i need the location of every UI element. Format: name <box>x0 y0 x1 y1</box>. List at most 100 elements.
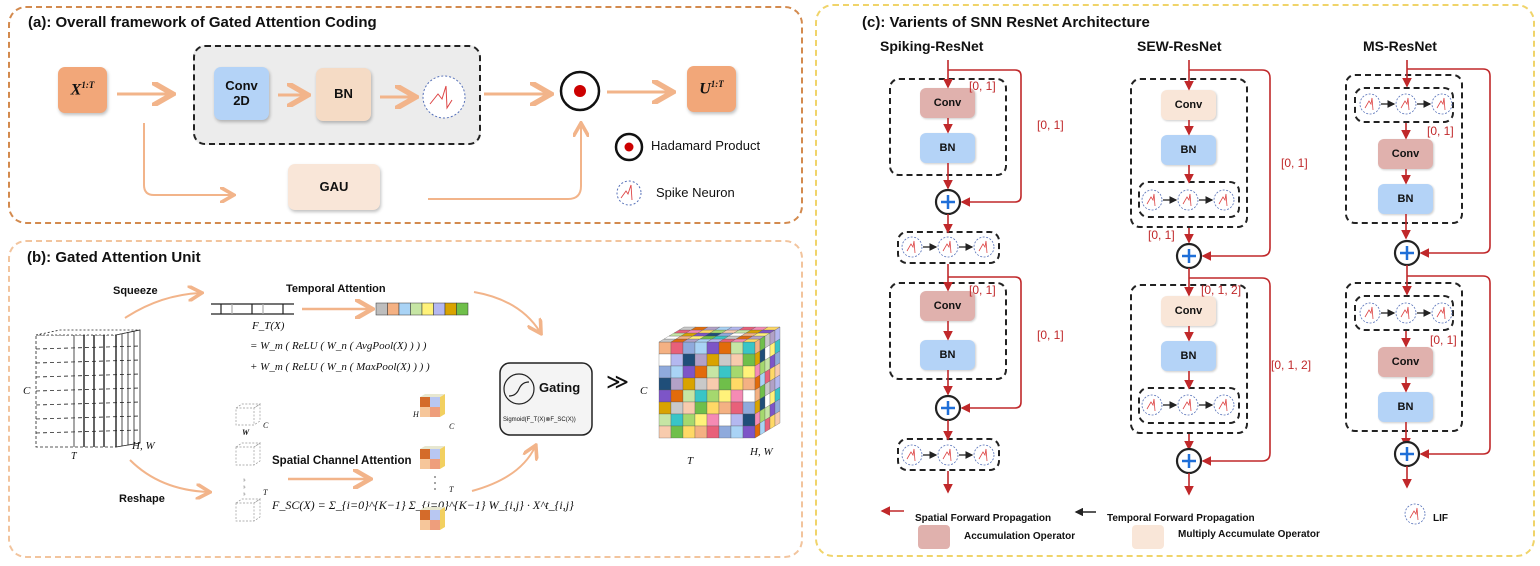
legend-mac-label: Multiply Accumulate Operator <box>1178 529 1320 540</box>
spiking-conv-2: Conv <box>920 291 975 321</box>
conv2d-label-1: Conv <box>225 77 258 93</box>
bn-label: BN <box>1397 401 1414 413</box>
out-cube-axis-hw: H, W <box>750 446 773 458</box>
lif-circle <box>1431 93 1453 115</box>
legend-spike-icon <box>616 180 642 206</box>
cube-axis-hw: H, W <box>132 440 155 452</box>
small-cube-t: T <box>263 488 268 497</box>
small-cube-c: C <box>263 421 269 430</box>
cube-grid-line <box>35 429 141 434</box>
lif-circle <box>1404 503 1426 525</box>
col-sew-resnet-title: SEW-ResNet <box>1137 38 1222 54</box>
lif-circle <box>1141 189 1163 211</box>
ellipsis-dot <box>434 482 436 484</box>
lif-neuron-icon <box>1431 93 1453 115</box>
bn-label: BN <box>939 349 956 361</box>
spiking-label-4: [0, 1] <box>1037 328 1064 342</box>
add-node-icon <box>1175 242 1203 270</box>
panel-c-resnet-variants <box>815 4 1535 557</box>
sew-label-4: [0, 1, 2] <box>1271 358 1312 372</box>
lif-neuron-icon <box>901 444 923 466</box>
lif-circle <box>1395 302 1417 324</box>
color-cube-t: T <box>449 485 454 494</box>
lif-spike <box>1182 398 1192 412</box>
lif-neuron-icon <box>1404 503 1426 525</box>
add-node-icon <box>934 394 962 422</box>
lif-spike <box>1146 398 1156 412</box>
formula-temporal-line3: + W_m ( ReLU ( W_n ( MaxPool(X) ) ) ) <box>250 361 430 373</box>
conv2d-label-2: 2D <box>233 92 250 108</box>
cube-face <box>440 446 445 469</box>
lif-circle <box>937 236 959 258</box>
legend-temporal-label: Temporal Forward Propagation <box>1107 513 1255 524</box>
cube-face <box>430 459 440 469</box>
panel-a-title: (a): Overall framework of Gated Attentio… <box>28 14 377 31</box>
cube-face <box>430 397 440 407</box>
spatial-channel-attention-label: Spatial Channel Attention <box>272 455 412 467</box>
lif-neuron-icon <box>1141 394 1163 416</box>
lif-neuron-icon <box>1431 302 1453 324</box>
skip-connection <box>1189 277 1271 466</box>
spiking-bn-2: BN <box>920 340 975 370</box>
conv-label: Conv <box>1174 305 1203 317</box>
attention-cubes <box>420 394 445 530</box>
spiking-conv-1: Conv <box>920 88 975 118</box>
lif-neuron-icon <box>1395 302 1417 324</box>
lif-circle <box>1359 93 1381 115</box>
lif-circle <box>901 444 923 466</box>
cube-face <box>430 449 440 459</box>
attention-cube <box>420 446 445 469</box>
much-greater-symbol: ≫ <box>606 369 630 394</box>
sew-bn-1: BN <box>1161 135 1216 165</box>
cube-face <box>420 407 430 417</box>
ms-bn-2: BN <box>1378 392 1433 422</box>
ms-lif-group-2 <box>1354 295 1454 331</box>
cube-grid-line <box>35 401 141 406</box>
cube-face <box>420 507 445 510</box>
output-node: U1:T <box>687 66 736 112</box>
skip-connection <box>948 69 1022 207</box>
panel-b-title: (b): Gated Attention Unit <box>27 249 201 266</box>
conv-label: Conv <box>933 300 962 312</box>
lif-spike <box>942 448 952 462</box>
spiking-label-3: [0, 1] <box>969 283 996 297</box>
out-cube-axis-c: C <box>640 385 648 397</box>
bn-label: BN <box>939 142 956 154</box>
cube-face <box>420 394 445 397</box>
cube-face <box>430 510 440 520</box>
cube-face <box>440 394 445 417</box>
ms-block-2 <box>1345 282 1463 432</box>
arrow-reshape <box>129 459 208 492</box>
formula-temporal-line1: F_T(X) <box>252 320 285 332</box>
reshape-label: Reshape <box>119 493 165 505</box>
ms-lif-group-1 <box>1354 87 1454 123</box>
conv-label: Conv <box>1391 148 1420 160</box>
add-node-icon <box>1393 239 1421 267</box>
cube-grid-line <box>35 415 141 420</box>
cube-face <box>430 407 440 417</box>
lif-spike <box>1400 97 1410 111</box>
arrow-squeeze <box>124 293 200 319</box>
color-cube-c: C <box>449 422 455 431</box>
small-cube-w: W <box>242 428 250 437</box>
add-node-icon <box>1175 447 1203 475</box>
ms-bn-1: BN <box>1378 184 1433 214</box>
cube-grid-line <box>35 387 141 392</box>
cube-face <box>440 507 445 530</box>
output-label: U <box>699 80 711 98</box>
legend-mac-swatch <box>1132 525 1164 549</box>
lif-spike <box>1218 398 1228 412</box>
legend-spatial-label: Spatial Forward Propagation <box>915 513 1052 524</box>
squeezed-vector <box>211 303 294 315</box>
lif-circle <box>1213 189 1235 211</box>
spiking-label-2: [0, 1] <box>1037 118 1064 132</box>
conv-label: Conv <box>1174 99 1203 111</box>
lif-neuron-icon <box>1359 302 1381 324</box>
output-sup: 1:T <box>710 79 724 90</box>
bn-label: BN <box>1180 144 1197 156</box>
input-node: X1:T <box>58 67 107 113</box>
lif-neuron-icon <box>1359 93 1381 115</box>
color-cube-h: H <box>413 410 419 419</box>
